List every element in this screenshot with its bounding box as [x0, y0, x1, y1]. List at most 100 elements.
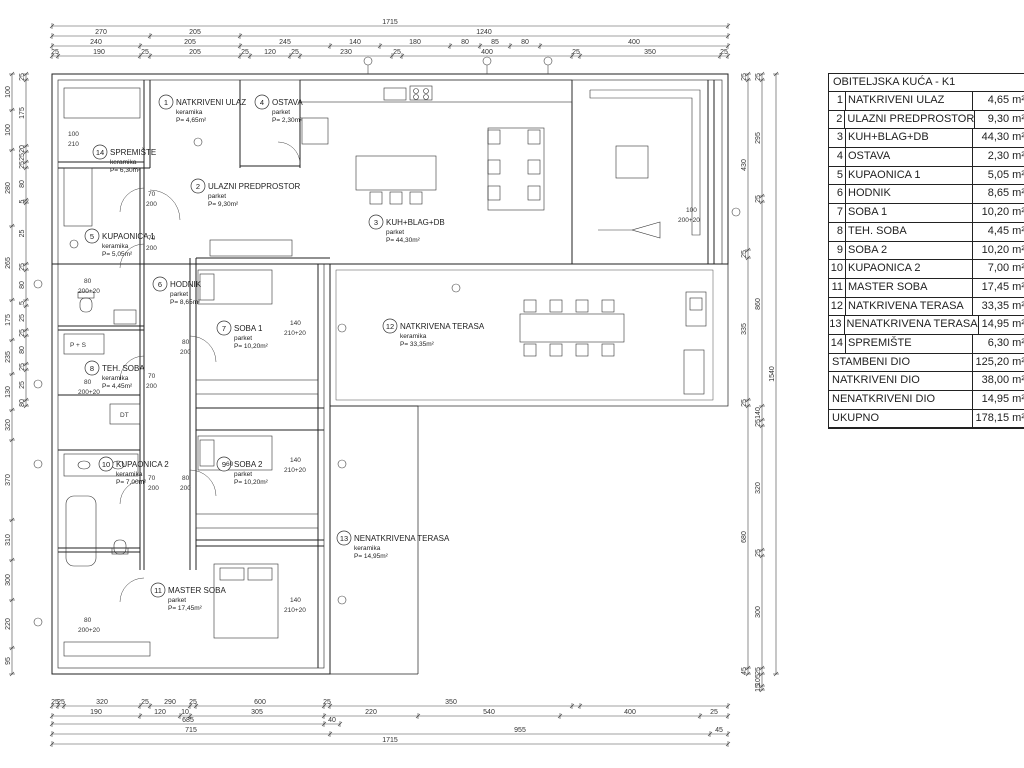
dimension-label: 400: [624, 709, 636, 716]
room-number-circle: [158, 94, 174, 110]
opening-label: 140: [290, 320, 301, 327]
bar-stool: [369, 191, 383, 205]
legend-room-area: 44,30 m²: [972, 129, 1024, 148]
legend-room-name: NENATKRIVENA TERASA: [843, 316, 978, 334]
dimension-label: 25: [19, 153, 26, 161]
dimension-label: 350: [644, 49, 656, 56]
opening-label: 200+20: [78, 627, 100, 634]
opening-label: 200+20: [678, 217, 700, 224]
uncovered-terrace-edge: [330, 405, 419, 674]
dimension-label: 1715: [382, 737, 398, 744]
door-swings: [119, 141, 301, 603]
kitchen-counter: [299, 79, 573, 103]
outdoor-sink: [689, 297, 703, 311]
dimension-label: 25: [19, 263, 26, 271]
legend-summary-area: 38,00 m²: [972, 372, 1024, 390]
dimension-label: 25: [755, 73, 762, 81]
opening-label: 100: [686, 207, 697, 214]
room-number: 7: [222, 324, 226, 333]
dimension-label: 25: [572, 49, 580, 56]
dimension-label: 25: [241, 49, 249, 56]
dimension-label: 85: [491, 39, 499, 46]
door-swing: [119, 577, 145, 603]
dimension-label: 1240: [476, 29, 492, 36]
dimension-label: 25: [755, 419, 762, 427]
opening-label: 100: [68, 131, 79, 138]
dimension-label: 290: [164, 699, 176, 706]
dimension-label: 100: [5, 86, 12, 98]
dimension-label: 25: [51, 699, 59, 706]
walls: [51, 73, 729, 675]
dt-box: [109, 403, 141, 425]
opening-label: 60: [226, 461, 234, 468]
room-area: P= 17,45m²: [168, 605, 203, 612]
room-name: NENATKRIVENA TERASA: [354, 534, 450, 543]
legend-summary-area: 178,15 m²: [972, 409, 1024, 428]
coffee-table: [615, 145, 649, 179]
dimension-label: 400: [628, 39, 640, 46]
opening-label: 200+20: [78, 288, 100, 295]
bed-master-pillow: [219, 567, 245, 581]
bed-soba-2: [197, 435, 273, 471]
terrace-chair: [523, 343, 537, 357]
room-number-circle: [150, 582, 166, 598]
room-number: 11: [154, 586, 162, 595]
dimension-label: 25: [755, 195, 762, 203]
dining-chair: [527, 159, 541, 175]
fridge: [301, 117, 329, 145]
dimension-label: 25: [755, 549, 762, 557]
opening-label: 200: [146, 383, 157, 390]
wardrobe-soba-1: [195, 379, 319, 395]
room-area: P= 33,35m²: [400, 341, 435, 348]
opening-label: 140: [290, 457, 301, 464]
dimension-label: 10: [181, 709, 189, 716]
dimension-label: 280: [5, 182, 12, 194]
dimension-label: 430: [741, 159, 748, 171]
legend-room-number: 8: [836, 224, 843, 237]
room-number-circle: [368, 214, 384, 230]
legend-room-area: 7,00 m²: [972, 260, 1024, 278]
dimension-label: 95: [5, 657, 12, 665]
bed-soba-2-pillow: [199, 439, 215, 467]
dimension-label: 80: [19, 399, 26, 407]
legend-room-area: 9,30 m²: [974, 110, 1024, 129]
dimension-label: 350: [445, 699, 457, 706]
room-name: KUPAONICA 1: [102, 232, 155, 241]
sofa: [589, 89, 701, 236]
legend-room-number: 5: [836, 168, 843, 181]
legend-room-name: ULAZNI PREDPROSTOR: [844, 110, 974, 129]
room-number: 8: [90, 364, 94, 373]
opening-label: 70: [148, 235, 156, 242]
door-swing: [119, 243, 145, 269]
dimension-label: 320: [755, 482, 762, 494]
opening-label: 70: [148, 373, 156, 380]
dimension-label: 205: [189, 29, 201, 36]
dimension-label: 140: [349, 39, 361, 46]
dimension-label: 25: [291, 49, 299, 56]
room-name: OSTAVA: [272, 98, 303, 107]
dimension-label: 265: [5, 257, 12, 269]
stove-burner: [413, 94, 419, 100]
dimension-label: 1715: [382, 19, 398, 26]
legend-title: OBITELJSKA KUĆA - K1: [829, 74, 1024, 92]
room-number-circle: [84, 228, 100, 244]
terrace-chair: [575, 343, 589, 357]
dimension-label: 25: [741, 399, 748, 407]
dimension-label: 25: [19, 363, 26, 371]
room-number: 14: [96, 148, 104, 157]
dimension-label: 680: [741, 531, 748, 543]
room-name: MASTER SOBA: [168, 586, 226, 595]
room-number-circles: [84, 94, 398, 598]
room-name: NATKRIVENA TERASA: [400, 322, 485, 331]
dimension-label: 175: [19, 107, 26, 119]
opening-label: 70: [148, 191, 156, 198]
room-number: 9: [222, 460, 226, 469]
opening-label: 80: [84, 278, 92, 285]
legend-room-name: KUPAONICA 1: [845, 166, 972, 185]
opening-label: 200: [180, 485, 191, 492]
